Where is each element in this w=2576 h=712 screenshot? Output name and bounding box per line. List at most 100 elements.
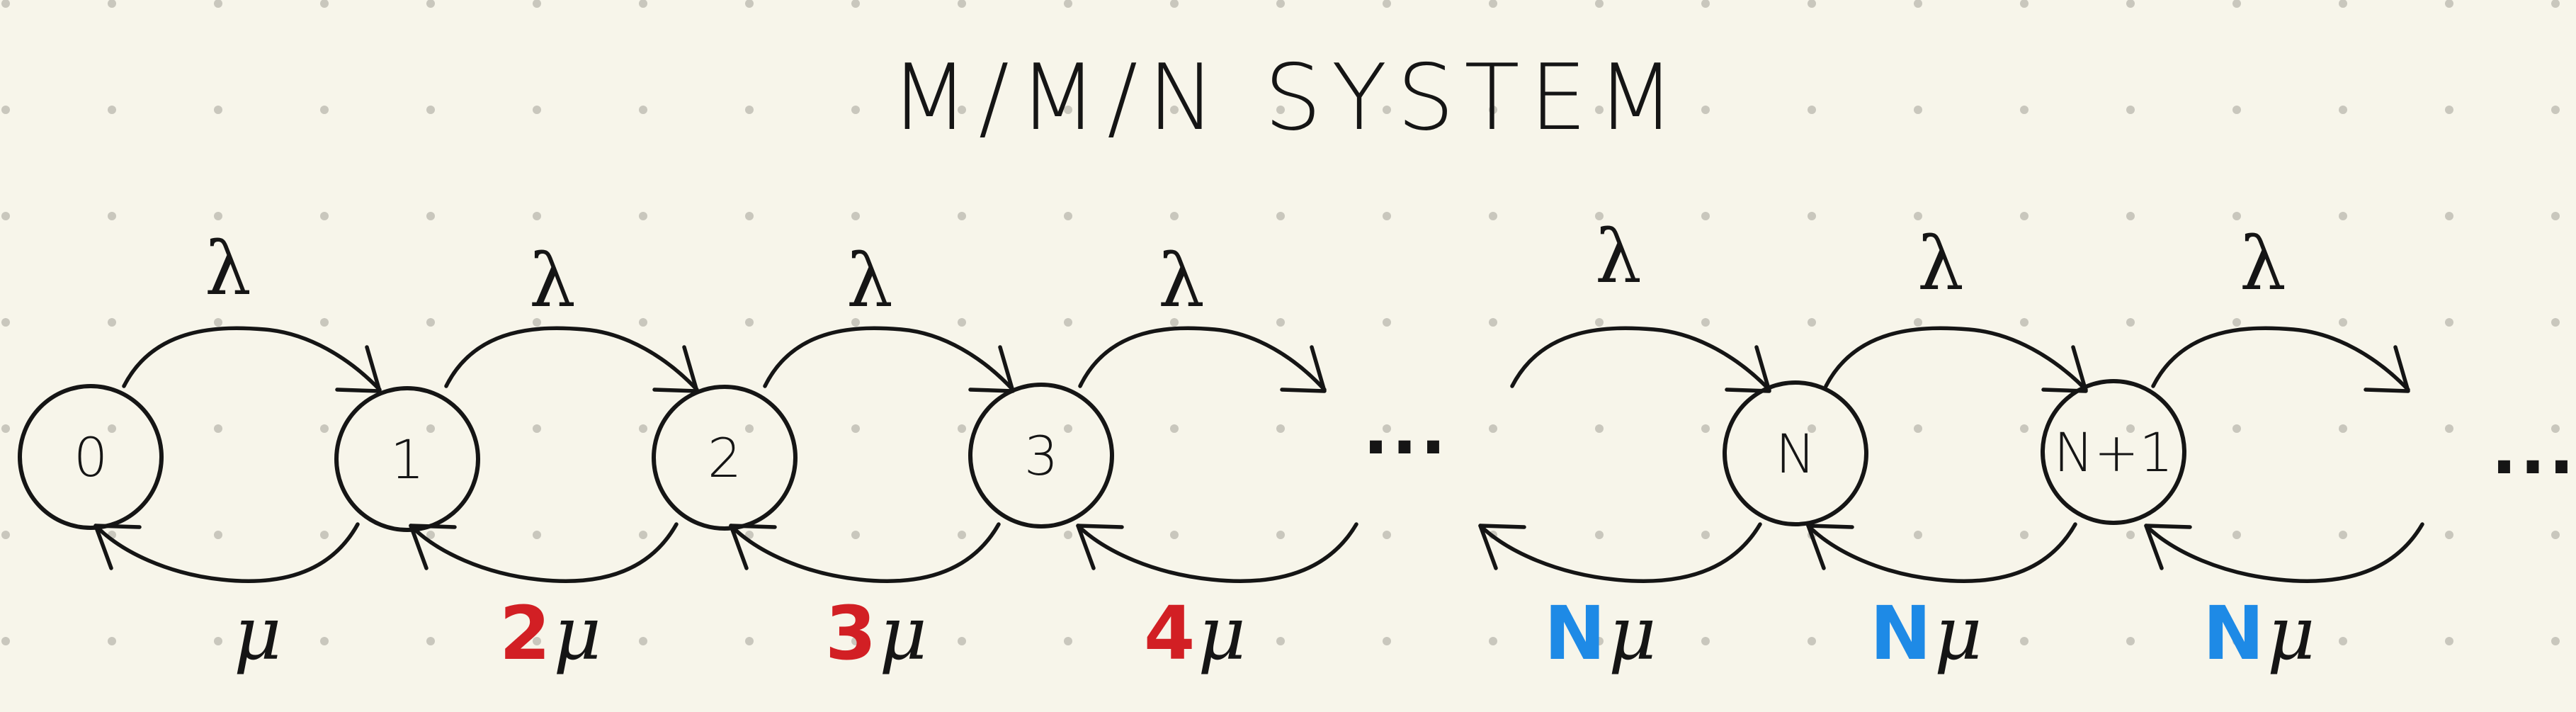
grid-dot — [1808, 106, 1816, 114]
grid-dot — [745, 106, 754, 114]
grid-dot — [533, 637, 541, 645]
grid-dot — [1489, 424, 1497, 433]
arc-line — [1824, 326, 2088, 392]
grid-dot — [108, 212, 116, 220]
grid-dot — [2020, 424, 2029, 433]
grid-dot — [1383, 318, 1391, 327]
grid-dot — [745, 0, 754, 8]
grid-dot — [2445, 424, 2453, 433]
grid-dot — [1170, 318, 1179, 327]
arrowhead-icon — [2144, 524, 2192, 570]
grid-dot — [639, 106, 647, 114]
grid-dot — [1595, 106, 1604, 114]
grid-dot — [2551, 0, 2560, 8]
grid-dot — [1064, 106, 1072, 114]
arrowhead-icon — [1280, 345, 1327, 393]
grid-dot — [320, 318, 329, 327]
grid-dot — [1914, 212, 1922, 220]
grid-dot — [2232, 531, 2241, 539]
grid-dot — [1276, 106, 1285, 114]
grid-dot — [426, 424, 435, 433]
grid-dot — [2126, 212, 2135, 220]
arc-line — [444, 326, 699, 392]
state-node-2: 2 — [652, 385, 798, 531]
grid-dot — [1595, 531, 1604, 539]
grid-dot — [1489, 212, 1497, 220]
grid-dot — [2020, 0, 2029, 8]
grid-dot — [2445, 106, 2453, 114]
grid-dot — [958, 424, 966, 433]
arrowhead-icon — [2041, 345, 2088, 393]
grid-dot — [2339, 106, 2347, 114]
grid-dot — [745, 637, 754, 645]
grid-dot — [851, 637, 860, 645]
grid-dot — [2126, 106, 2135, 114]
grid-dot — [1595, 637, 1604, 645]
grid-dot — [1701, 637, 1710, 645]
grid-dot — [2551, 637, 2560, 645]
service-rate-label: Nμ — [1870, 590, 1982, 677]
grid-dot — [851, 0, 860, 8]
grid-dot — [1808, 0, 1816, 8]
grid-dot — [108, 637, 116, 645]
grid-dot — [1808, 637, 1816, 645]
grid-dot — [2232, 637, 2241, 645]
grid-dot — [639, 212, 647, 220]
arrival-arc — [1078, 326, 1327, 393]
grid-dot — [214, 0, 222, 8]
arc-line — [2144, 522, 2424, 584]
grid-dot — [426, 637, 435, 645]
grid-dot — [2126, 318, 2135, 327]
arc-line — [122, 326, 382, 392]
arrival-arc — [122, 326, 382, 393]
state-node-1: 1 — [334, 386, 480, 532]
arrowhead-icon — [1076, 524, 1124, 570]
grid-dot — [2232, 424, 2241, 433]
grid-dot — [214, 424, 222, 433]
grid-dot — [1701, 212, 1710, 220]
grid-dot — [2126, 424, 2135, 433]
grid-dot — [1276, 637, 1285, 645]
grid-dot — [2339, 531, 2347, 539]
grid-dot — [639, 637, 647, 645]
grid-dot — [639, 318, 647, 327]
grid-dot — [1701, 318, 1710, 327]
grid-dot — [1170, 637, 1179, 645]
grid-dot — [2020, 531, 2029, 539]
ellipsis-end: ... — [2491, 410, 2576, 490]
grid-dot — [1064, 637, 1072, 645]
grid-dot — [533, 424, 541, 433]
grid-dot — [851, 212, 860, 220]
grid-dot — [320, 0, 329, 8]
grid-dot — [1, 0, 10, 8]
grid-dot — [533, 106, 541, 114]
grid-dot — [745, 318, 754, 327]
grid-dot — [1914, 424, 1922, 433]
state-node-3: 3 — [968, 383, 1114, 529]
service-arc — [729, 522, 1001, 584]
grid-dot — [1170, 424, 1179, 433]
grid-dot — [1, 106, 10, 114]
grid-dot — [1383, 424, 1391, 433]
arrival-arc — [763, 326, 1015, 393]
service-arc — [1478, 522, 1762, 584]
grid-dot — [1064, 318, 1072, 327]
state-label: 0 — [74, 426, 108, 489]
service-arc — [1806, 522, 2077, 584]
grid-dot — [1276, 0, 1285, 8]
grid-dot — [1383, 106, 1391, 114]
service-rate-label: Nμ — [1544, 590, 1657, 677]
grid-dot — [426, 531, 435, 539]
grid-dot — [745, 212, 754, 220]
grid-dot — [1, 424, 10, 433]
grid-dot — [1276, 531, 1285, 539]
grid-dot — [1383, 531, 1391, 539]
grid-dot — [108, 106, 116, 114]
arc-line — [763, 326, 1015, 392]
grid-dot — [1914, 318, 1922, 327]
grid-dot — [1383, 637, 1391, 645]
grid-dot — [2020, 318, 2029, 327]
service-rate-label: 2μ — [499, 590, 601, 677]
